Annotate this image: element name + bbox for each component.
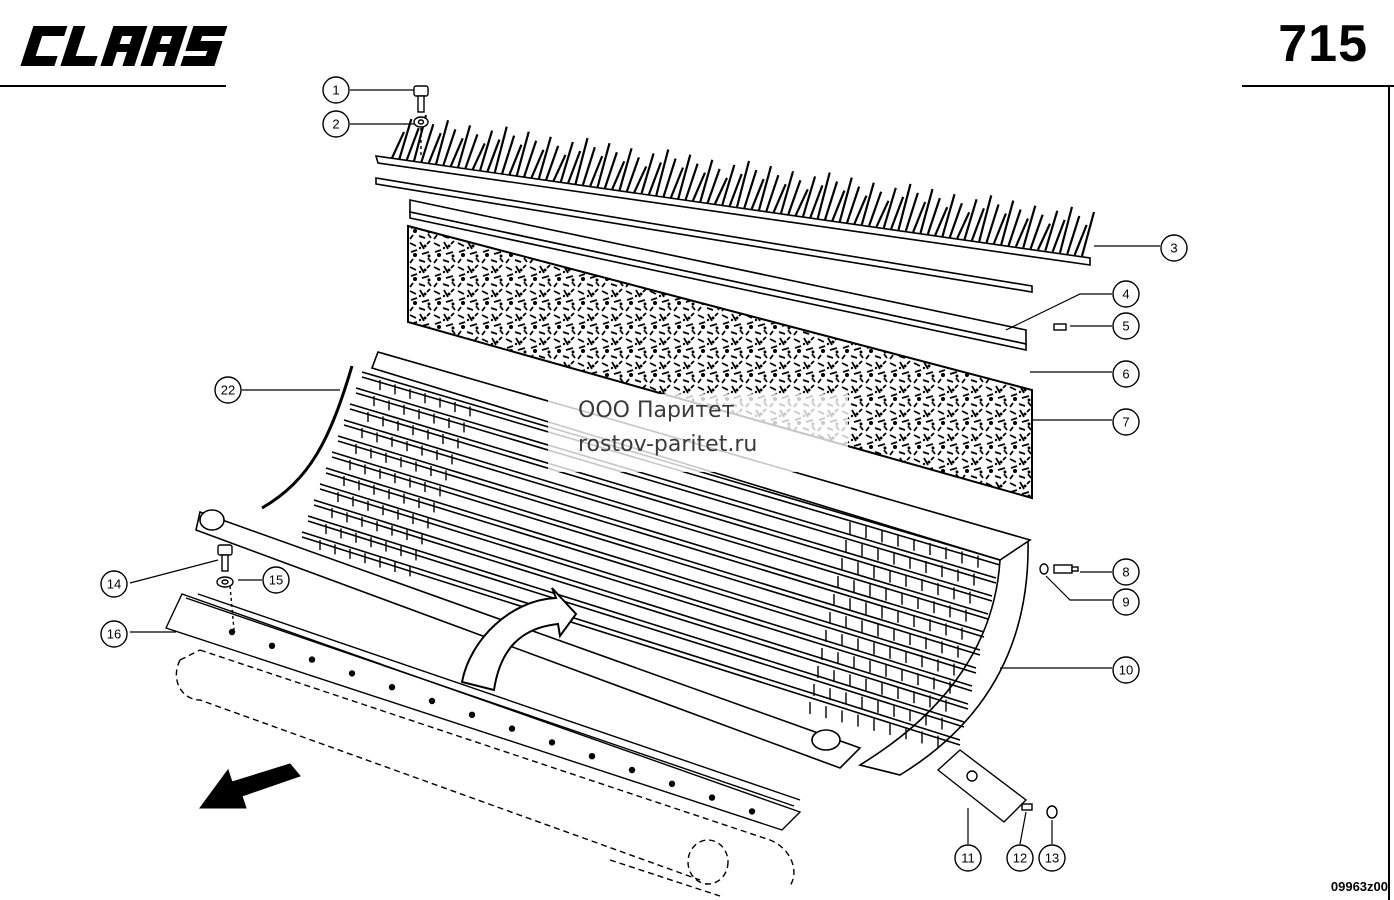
callout-6: 6: [1112, 360, 1140, 388]
callout-10: 10: [1112, 656, 1140, 684]
curve-indicator-arc: [261, 365, 354, 510]
callout-number: 10: [1119, 663, 1133, 678]
callout-number: 16: [107, 627, 121, 642]
drawing-code: 09963z00: [1330, 879, 1388, 894]
callout-number: 8: [1122, 565, 1129, 580]
callout-22: 22: [214, 376, 242, 404]
callout-number: 5: [1122, 319, 1129, 334]
callout-number: 4: [1122, 287, 1129, 302]
foam-seal-panel: [407, 224, 1033, 500]
callout-11: 11: [954, 844, 982, 872]
callout-number: 15: [269, 573, 283, 588]
callout-5: 5: [1112, 312, 1140, 340]
rails: [375, 177, 1033, 351]
callout-number: 3: [1170, 241, 1177, 256]
callout-number: 13: [1045, 851, 1059, 866]
callout-number: 7: [1122, 415, 1129, 430]
comb-strip: [374, 114, 1096, 266]
callout-number: 1: [332, 83, 339, 98]
callout-number: 12: [1013, 851, 1027, 866]
lower-beam: [165, 593, 802, 897]
callout-3: 3: [1160, 234, 1188, 262]
watermark: ООО Паритет rostov-paritet.ru: [548, 394, 848, 472]
leader-lines: [129, 89, 1160, 845]
callout-number: 22: [221, 383, 235, 398]
claas-logo: [20, 26, 228, 66]
watermark-company: ООО Паритет: [578, 398, 735, 423]
page-number: 715: [1278, 15, 1368, 73]
callout-number: 11: [961, 851, 975, 866]
rotation-arrow: [460, 587, 578, 692]
direction-arrow: [199, 763, 301, 809]
callout-2: 2: [322, 110, 350, 138]
callout-14: 14: [100, 570, 128, 598]
callout-number: 14: [107, 577, 121, 592]
callout-1: 1: [322, 76, 350, 104]
hardware: [216, 85, 1079, 823]
callout-15: 15: [262, 566, 290, 594]
callout-12: 12: [1006, 844, 1034, 872]
callout-16: 16: [100, 620, 128, 648]
callout-9: 9: [1112, 588, 1140, 616]
callout-number: 2: [332, 117, 339, 132]
callout-4: 4: [1112, 280, 1140, 308]
callout-7: 7: [1112, 408, 1140, 436]
watermark-website: rostov-paritet.ru: [578, 432, 758, 457]
callout-number: 9: [1122, 595, 1129, 610]
callout-13: 13: [1038, 844, 1066, 872]
callout-number: 6: [1122, 367, 1129, 382]
callout-8: 8: [1112, 558, 1140, 586]
